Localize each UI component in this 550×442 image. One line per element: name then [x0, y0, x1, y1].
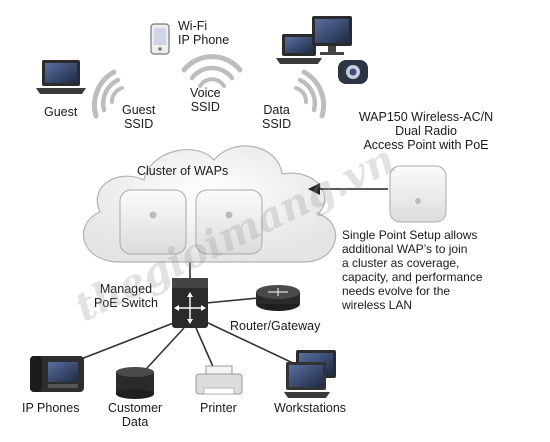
workstations-icon [284, 350, 336, 398]
wifi-signal-voice [181, 54, 243, 88]
label-guest-ssid: Guest SSID [122, 103, 155, 131]
mobile-phone-icon [150, 23, 170, 55]
setup-note: Single Point Setup allows additional WAP… [342, 228, 483, 312]
poe-switch-icon [172, 278, 208, 328]
desktop-monitor-icon [312, 16, 352, 55]
access-point-1 [119, 189, 187, 255]
label-voice-ssid: Voice SSID [190, 86, 221, 114]
printer-icon [195, 365, 243, 395]
label-wifi-ip-phone-line2: IP Phone [178, 33, 230, 47]
link-switch-router [205, 297, 259, 304]
wap150-access-point [389, 165, 447, 223]
router-icon [256, 285, 300, 311]
label-voice-ssid-line2: SSID [190, 100, 220, 114]
webcam-icon [338, 60, 368, 84]
label-data-ssid: Data SSID [262, 103, 291, 131]
label-customer-data-line1: Customer [108, 401, 163, 415]
setup-note-line2: additional WAP’s to join [342, 242, 468, 256]
label-customer-data: Customer Data [108, 401, 162, 429]
label-guest: Guest [44, 105, 78, 119]
ip-phone-icon [30, 356, 84, 392]
label-wap150-line2: Dual Radio [395, 124, 457, 138]
label-guest-ssid-line2: SSID [124, 117, 154, 131]
label-ip-phones: IP Phones [22, 401, 80, 415]
label-switch-line2: PoE Switch [94, 296, 158, 310]
setup-note-line1: Single Point Setup allows [342, 228, 478, 242]
laptop-icon [36, 60, 86, 94]
label-wap150-line1: WAP150 Wireless-AC/N [358, 110, 494, 124]
setup-note-line6: wireless LAN [342, 298, 413, 312]
label-managed-poe-switch: Managed PoE Switch [94, 282, 158, 310]
label-router-gateway: Router/Gateway [230, 319, 321, 333]
label-data-ssid-line1: Data [263, 103, 290, 117]
setup-note-line3: a cluster as coverage, [342, 256, 460, 270]
label-wifi-ip-phone-line1: Wi-Fi [178, 19, 208, 33]
label-voice-ssid-line1: Voice [190, 86, 221, 100]
setup-note-line4: capacity, and performance [342, 270, 483, 284]
setup-note-line5: needs evolve for the [342, 284, 451, 298]
label-guest-ssid-line1: Guest [122, 103, 156, 117]
join-arrow [308, 183, 388, 195]
database-icon [116, 367, 154, 399]
label-wap150-title: WAP150 Wireless-AC/N Dual Radio Access P… [344, 110, 508, 152]
label-customer-data-line2: Data [121, 415, 149, 429]
access-point-2 [195, 189, 263, 255]
label-cluster-of-waps: Cluster of WAPs [137, 164, 229, 178]
wifi-signal-guest [91, 69, 124, 119]
label-wap150-line3: Access Point with PoE [363, 138, 489, 152]
data-laptop-icon [276, 34, 322, 64]
label-data-ssid-line2: SSID [262, 117, 292, 131]
label-wifi-ip-phone: Wi-Fi IP Phone [178, 19, 229, 47]
label-printer: Printer [200, 401, 237, 415]
wifi-signal-data [294, 69, 327, 119]
label-workstations: Workstations [274, 401, 347, 415]
label-switch-line1: Managed [99, 282, 153, 296]
